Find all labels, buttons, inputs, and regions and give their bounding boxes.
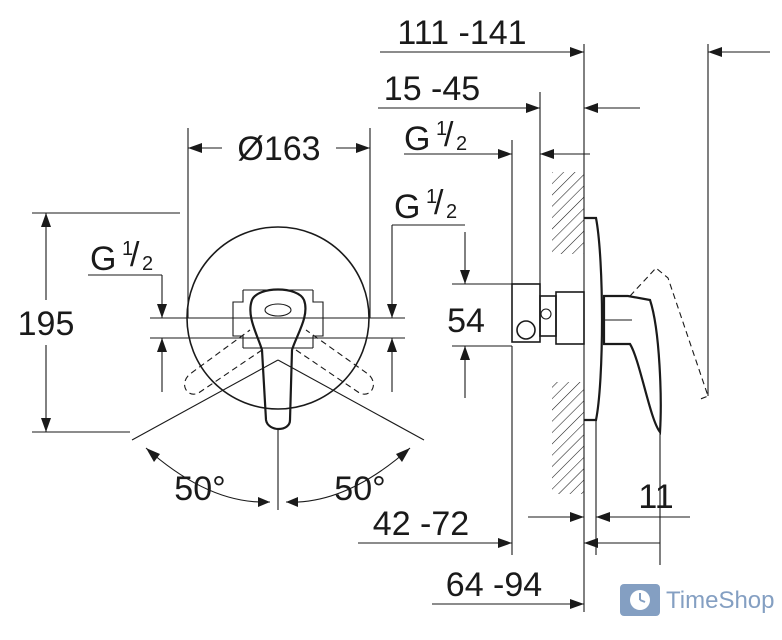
arrow <box>540 149 554 159</box>
arrow <box>526 103 540 113</box>
svg-text:/: / <box>130 236 140 274</box>
angle-arc-right <box>285 447 411 503</box>
arrow <box>570 47 584 57</box>
lever-ghost-left <box>184 329 263 395</box>
cartridge-body <box>555 291 585 345</box>
svg-text:1: 1 <box>436 118 447 140</box>
arrow <box>146 448 160 462</box>
arrow <box>157 338 167 352</box>
lever-handle <box>249 288 307 431</box>
angle-left-label: 50° <box>174 470 225 508</box>
plate-depth-label: 11 <box>638 478 673 516</box>
angle-line-left <box>131 359 279 441</box>
height-label: 195 <box>18 305 75 343</box>
arrow <box>387 338 397 352</box>
arrow <box>570 599 584 609</box>
height-body-label: 54 <box>447 302 485 340</box>
arrow <box>460 346 470 360</box>
arrow <box>41 418 51 432</box>
svg-text:2: 2 <box>142 253 153 275</box>
valve-body-outline <box>232 289 324 349</box>
valve-nut <box>540 308 552 320</box>
svg-text:/: / <box>434 184 444 222</box>
angle-right-label: 50° <box>334 470 385 508</box>
watermark: TimeShop <box>620 584 775 616</box>
lever-cap <box>264 303 292 317</box>
wall-hatch-top <box>552 172 584 254</box>
arrow <box>498 538 512 548</box>
arrow <box>188 143 202 153</box>
range-bottom-inner-label: 42 -72 <box>373 505 469 543</box>
lever-side <box>602 294 662 435</box>
watermark-text: TimeShop <box>666 587 775 614</box>
svg-text:1: 1 <box>122 238 133 260</box>
range-body-label: 15 -45 <box>384 70 480 108</box>
svg-text:G: G <box>394 188 420 226</box>
arrow <box>570 512 584 522</box>
svg-text:2: 2 <box>456 133 467 155</box>
arrow <box>460 270 470 284</box>
arrow <box>356 143 370 153</box>
valve-port <box>516 320 536 340</box>
range-bottom-outer-label: 64 -94 <box>446 566 542 604</box>
arrow <box>708 47 722 57</box>
arrow <box>157 304 167 318</box>
arrow <box>584 538 598 548</box>
arrow <box>584 103 598 113</box>
lever-ghost-right <box>295 329 374 395</box>
svg-text:/: / <box>444 116 454 154</box>
svg-text:G: G <box>404 120 430 158</box>
arrow <box>286 497 298 507</box>
valve-neck <box>539 295 557 337</box>
range-total-label: 111 -141 <box>397 14 526 52</box>
svg-text:2: 2 <box>446 201 457 223</box>
wall-hatch-bottom <box>552 382 584 494</box>
thread-right-label: G 1 / 2 <box>394 184 457 226</box>
thread-left-label: G 1 / 2 <box>90 236 153 278</box>
arrow <box>41 213 51 227</box>
angle-arc-left <box>145 447 271 503</box>
svg-text:1: 1 <box>426 186 437 208</box>
arrow <box>258 497 270 507</box>
arrow <box>596 512 610 522</box>
angle-line-right <box>277 359 425 441</box>
svg-text:G: G <box>90 240 116 278</box>
valve-block <box>511 283 541 343</box>
thread-side-label: G 1 / 2 <box>404 116 467 158</box>
lever-side-ghost <box>629 267 709 401</box>
diameter-label: Ø163 <box>237 130 320 168</box>
arrow <box>498 149 512 159</box>
side-view: 111 -141 15 -45 G 1 / 2 54 42 -72 64 -94… <box>358 14 770 612</box>
plate-side <box>584 216 604 422</box>
arrow <box>396 448 410 462</box>
front-view: Ø163 195 50° 50° G 1 / 2 G 1 / 2 <box>18 128 465 510</box>
arrow <box>387 304 397 318</box>
